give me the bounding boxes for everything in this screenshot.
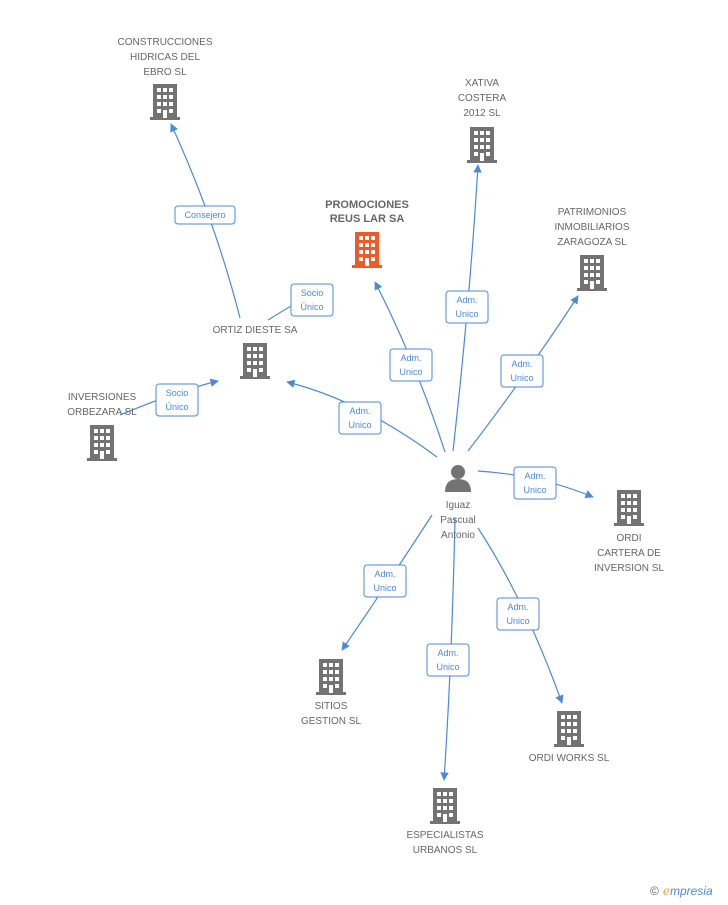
building-icon (352, 232, 382, 268)
node-ordi_cartera[interactable]: ORDI CARTERA DE INVERSION SL (594, 490, 664, 574)
edge-label-box (389, 348, 433, 382)
edge-label-box (513, 466, 557, 500)
node-label: ZARAGOZA SL (557, 237, 627, 248)
node-label: CONSTRUCCIONES (117, 37, 212, 48)
node-sitios[interactable]: SITIOS GESTION SL (301, 659, 361, 727)
node-especialistas[interactable]: ESPECIALISTAS URBANOS SL (406, 788, 484, 856)
edge-label-e-ortiz-construcciones[interactable]: Consejero (174, 205, 236, 225)
edge-label-e-person-ordicartera[interactable]: Adm. Unico (513, 466, 557, 500)
building-icon (577, 255, 607, 291)
edge-label-box (496, 597, 540, 631)
node-label: COSTERA (458, 93, 507, 104)
node-construcciones[interactable]: CONSTRUCCIONES HIDRICAS DEL EBRO SL (117, 37, 213, 120)
edge-label-box (155, 383, 199, 417)
building-icon (240, 343, 270, 379)
building-icon (430, 788, 460, 824)
node-label: HIDRICAS DEL (130, 52, 200, 63)
edge-label-text: Único (300, 302, 323, 312)
node-label: CARTERA DE (597, 548, 661, 559)
edge-label-text: Adm. (507, 602, 528, 612)
building-icon (316, 659, 346, 695)
edge-label-box (500, 354, 544, 388)
edge-label-text: Adm. (437, 648, 458, 658)
edge-label-e-person-especialistas[interactable]: Adm. Unico (426, 643, 470, 677)
node-label: INMOBILIARIOS (554, 222, 629, 233)
edge-label-box (445, 290, 489, 324)
node-label: REUS LAR SA (330, 213, 405, 225)
edge-label-box (426, 643, 470, 677)
edge-label-e-person-ordiworks[interactable]: Adm. Unico (496, 597, 540, 631)
node-ortiz[interactable]: ORTIZ DIESTE SA (213, 325, 298, 379)
empresia-watermark: ©empresia (650, 884, 713, 898)
node-patrimonios[interactable]: PATRIMONIOS INMOBILIARIOS ZARAGOZA SL (554, 207, 630, 291)
node-label: EBRO SL (143, 67, 187, 78)
edge-label-text: Adm. (349, 406, 370, 416)
copyright-symbol: © (650, 884, 659, 898)
edge-label-text: Socio (166, 388, 189, 398)
edge-label-text: Adm. (374, 569, 395, 579)
node-label: INVERSION SL (594, 563, 664, 574)
node-ordi_works[interactable]: ORDI WORKS SL (529, 711, 610, 764)
edge-label-text: Adm. (524, 471, 545, 481)
node-label: ORDI (617, 533, 642, 544)
building-icon (87, 425, 117, 461)
building-icon (150, 84, 180, 120)
edge-label-text: Unico (348, 420, 371, 430)
edge-label-box (174, 205, 236, 225)
edge-label-e-person-patrimonios[interactable]: Adm. Unico (500, 354, 544, 388)
edge-label-e-person-ortiz-adm[interactable]: Adm. Unico (338, 401, 382, 435)
edge-label-text: Unico (523, 485, 546, 495)
node-label: ORTIZ DIESTE SA (213, 325, 298, 336)
edge-label-text: Unico (436, 662, 459, 672)
node-focus[interactable]: PROMOCIONES REUS LAR SA (325, 199, 409, 268)
brand-initial: e (662, 884, 670, 898)
edge-label-text: Único (165, 402, 188, 412)
node-label: Antonio (441, 530, 475, 541)
node-label: GESTION SL (301, 716, 361, 727)
brand-name: mpresia (669, 884, 713, 898)
node-label: INVERSIONES (68, 392, 137, 403)
building-icon (467, 127, 497, 163)
edge-label-e-person-xativa[interactable]: Adm. Unico (445, 290, 489, 324)
edge-label-text: Unico (373, 583, 396, 593)
edge-label-text: Unico (506, 616, 529, 626)
nodes-layer: PROMOCIONES REUS LAR SA IguazPascualAntoni… (67, 37, 664, 856)
node-label: PROMOCIONES (325, 199, 409, 211)
node-label: URBANOS SL (413, 845, 478, 856)
edge-label-text: Socio (301, 288, 324, 298)
edge-label-text: Unico (455, 309, 478, 319)
building-icon (614, 490, 644, 526)
edge-label-e-person-sitios[interactable]: Adm. Unico (363, 564, 407, 598)
person-icon (445, 465, 471, 492)
node-label: SITIOS (315, 701, 348, 712)
node-inversiones[interactable]: INVERSIONES ORBEZARA SL (67, 392, 137, 461)
edge-label-text: Unico (510, 373, 533, 383)
node-label: XATIVA (465, 78, 499, 89)
edge-label-text: Adm. (511, 359, 532, 369)
node-label: PATRIMONIOS (558, 207, 627, 218)
edge-label-text: Adm. (400, 353, 421, 363)
edge-label-box (363, 564, 407, 598)
node-label: ORDI WORKS SL (529, 753, 610, 764)
edge-label-box (290, 283, 334, 317)
node-label: ORBEZARA SL (67, 407, 137, 418)
node-label: 2012 SL (463, 108, 501, 119)
node-xativa[interactable]: XATIVA COSTERA 2012 SL (458, 78, 507, 163)
edge-label-e-person-focus[interactable]: Adm. Unico (389, 348, 433, 382)
node-label: ESPECIALISTAS (406, 830, 483, 841)
edge-label-box (338, 401, 382, 435)
node-label: Pascual (440, 515, 476, 526)
edge-label-text: Consejero (184, 210, 225, 220)
edge-label-text: Adm. (456, 295, 477, 305)
building-icon (554, 711, 584, 747)
edge-labels-layer: ConsejeroSocioÚnicoSocioÚnicoAdm.UnicoAd… (155, 205, 557, 677)
node-label: Iguaz (446, 500, 470, 511)
edge-label-text: Unico (399, 367, 422, 377)
